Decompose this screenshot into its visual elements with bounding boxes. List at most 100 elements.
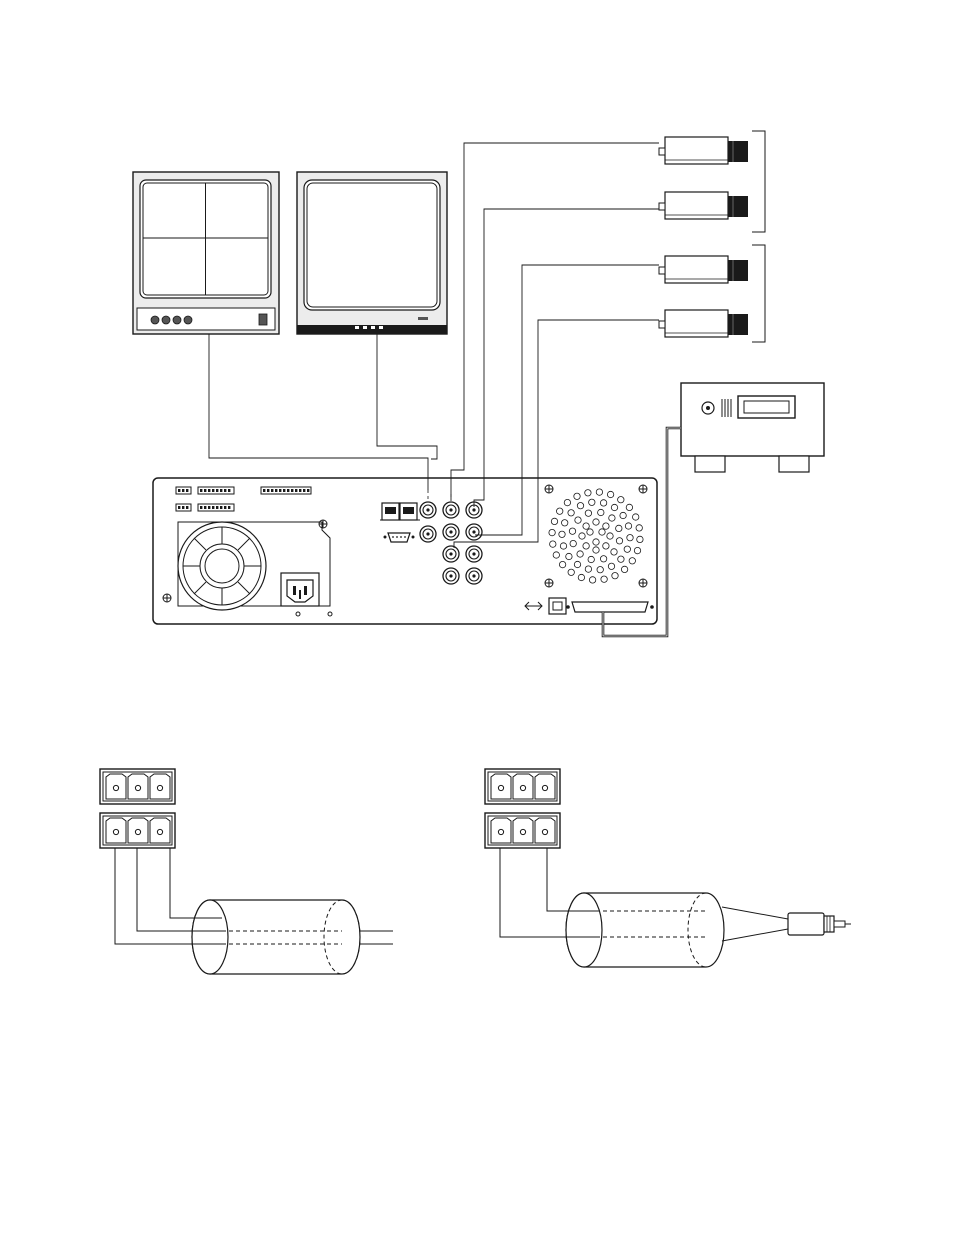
terminal-pin: [216, 489, 218, 492]
terminal-screw-icon: [520, 785, 525, 790]
vent-hole: [621, 566, 627, 572]
vent-hole: [634, 547, 640, 553]
vent-hole: [609, 515, 615, 521]
vent-hole: [599, 529, 605, 535]
vent-hole: [585, 566, 591, 572]
terminal-pin: [178, 489, 180, 492]
vent-hole: [550, 541, 556, 547]
terminal-socket: [100, 813, 175, 848]
ac-power-inlet-icon: [281, 573, 319, 606]
vent-hole: [616, 538, 622, 544]
terminal-screw-icon: [520, 829, 525, 834]
vent-hole: [568, 569, 574, 575]
vent-hole: [589, 577, 595, 583]
vent-hole: [611, 549, 617, 555]
rj-jack-ports: [380, 503, 420, 520]
terminal-pin: [228, 506, 230, 509]
terminal-pin: [186, 506, 188, 509]
terminal-pin: [291, 489, 293, 492]
camera-lens-icon: [728, 141, 748, 162]
bnc-input-connector: [443, 524, 459, 540]
vent-hole: [587, 529, 593, 535]
vent-hole: [607, 491, 613, 497]
terminal-pin: [204, 489, 206, 492]
terminal-pin: [275, 489, 277, 492]
terminal-pin: [271, 489, 273, 492]
vent-hole: [575, 517, 581, 523]
recorder-rear-panel: [153, 478, 657, 624]
vent-hole: [629, 558, 635, 564]
bnc-output-connector: [420, 526, 436, 542]
terminal-plug: [485, 769, 560, 804]
bnc-input-connector: [466, 568, 482, 584]
vent-hole: [637, 536, 643, 542]
vent-hole: [583, 523, 589, 529]
camera-4: [659, 310, 748, 337]
terminal-pin: [204, 506, 206, 509]
vent-hole: [589, 499, 595, 505]
terminal-pin: [303, 489, 305, 492]
terminal-pin: [263, 489, 265, 492]
quad-monitor: [133, 172, 279, 334]
vent-hole: [593, 539, 599, 545]
shielded-pair-cable: [115, 848, 393, 974]
vent-hole: [568, 510, 574, 516]
camera-lens-icon: [728, 196, 748, 217]
vent-hole: [553, 552, 559, 558]
camera-lens-icon: [728, 260, 748, 281]
external-storage: [681, 383, 824, 472]
vent-hole: [600, 556, 606, 562]
terminal-screw-icon: [498, 785, 503, 790]
vent-hole: [560, 543, 566, 549]
vent-hole: [585, 510, 591, 516]
camera-1: [659, 137, 748, 164]
terminal-pin: [212, 506, 214, 509]
monitor-power-button: [259, 314, 267, 325]
vent-hole: [633, 514, 639, 520]
lan-port: [549, 598, 566, 614]
terminal-pin: [267, 489, 269, 492]
vent-hole: [596, 489, 602, 495]
vent-hole: [603, 543, 609, 549]
terminal-pin: [208, 506, 210, 509]
vent-hole: [588, 556, 594, 562]
camera-2: [659, 192, 748, 219]
vent-hole: [570, 540, 576, 546]
vent-hole: [564, 499, 570, 505]
vent-hole: [579, 533, 585, 539]
terminal-block-b: [485, 769, 560, 848]
vent-hole: [562, 520, 568, 526]
vent-hole: [593, 519, 599, 525]
vent-hole: [597, 567, 603, 573]
vent-hole: [636, 525, 642, 531]
scsi-port: [566, 602, 654, 612]
terminal-pin: [279, 489, 281, 492]
vent-hole: [624, 546, 630, 552]
terminal-screw-icon: [157, 829, 162, 834]
vent-hole: [577, 551, 583, 557]
vent-hole: [577, 503, 583, 509]
vent-hole: [608, 563, 614, 569]
bnc-input-connector: [466, 546, 482, 562]
terminal-screw-icon: [498, 829, 503, 834]
vent-hole: [559, 561, 565, 567]
terminal-pin: [182, 489, 184, 492]
terminal-block-a: [100, 769, 175, 848]
shielded-cable-with-plug: [500, 848, 851, 967]
vent-hole: [611, 504, 617, 510]
terminal-plug: [100, 769, 175, 804]
vent-hole: [598, 509, 604, 515]
terminal-pin: [295, 489, 297, 492]
terminal-screw-icon: [157, 785, 162, 790]
vent-hole: [620, 512, 626, 518]
terminal-socket: [485, 813, 560, 848]
vent-hole: [627, 535, 633, 541]
vent-hole: [626, 504, 632, 510]
camera-3: [659, 256, 748, 283]
vent-hole: [583, 543, 589, 549]
vent-hole: [549, 529, 555, 535]
terminal-pin: [307, 489, 309, 492]
camera-lens-icon: [728, 314, 748, 335]
terminal-pin: [283, 489, 285, 492]
terminal-pin: [228, 489, 230, 492]
